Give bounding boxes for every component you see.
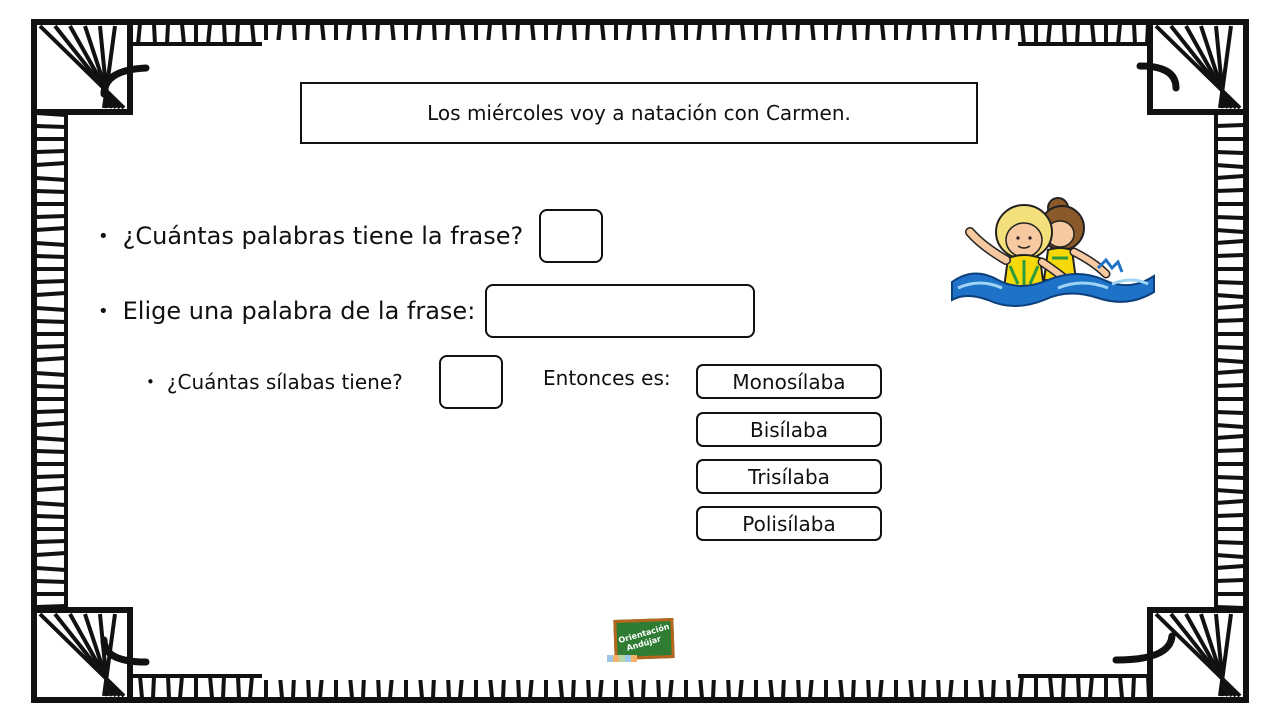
bullet: • (98, 300, 109, 322)
question-word-count-label: ¿Cuántas palabras tiene la frase? (122, 222, 524, 250)
bullet: • (146, 373, 155, 391)
sentence-text: Los miércoles voy a natación con Carmen. (427, 101, 851, 125)
then-label: Entonces es: (543, 366, 671, 390)
question-choose-word-label: Elige una palabra de la frase: (122, 297, 476, 325)
question-word-count: • ¿Cuántas palabras tiene la frase? (98, 209, 523, 263)
option-label: Monosílaba (732, 369, 846, 394)
children-swimming-icon (951, 197, 1155, 307)
orientacion-andujar-logo: Orientación Andújar (607, 617, 675, 663)
option-label: Bisílaba (749, 417, 829, 442)
option-label: Trisílaba (748, 464, 830, 489)
option-polisilaba[interactable]: Polisílaba (696, 506, 882, 541)
option-trisilaba[interactable]: Trisílaba (696, 459, 882, 494)
question-syllable-count-label: ¿Cuántas sílabas tiene? (166, 370, 403, 394)
option-bisilaba[interactable]: Bisílaba (696, 412, 882, 447)
question-choose-word: • Elige una palabra de la frase: (98, 284, 475, 338)
word-count-answer-box[interactable] (539, 209, 603, 263)
question-syllable-count: • ¿Cuántas sílabas tiene? (146, 355, 403, 409)
books-icon (607, 655, 637, 662)
bullet: • (98, 225, 109, 247)
sentence-box: Los miércoles voy a natación con Carmen. (300, 82, 978, 144)
chalkboard: Orientación Andújar (613, 617, 675, 661)
chosen-word-answer-box[interactable] (485, 284, 755, 338)
syllable-count-answer-box[interactable] (439, 355, 503, 409)
option-monosilaba[interactable]: Monosílaba (696, 364, 882, 399)
option-label: Polisílaba (742, 511, 836, 536)
